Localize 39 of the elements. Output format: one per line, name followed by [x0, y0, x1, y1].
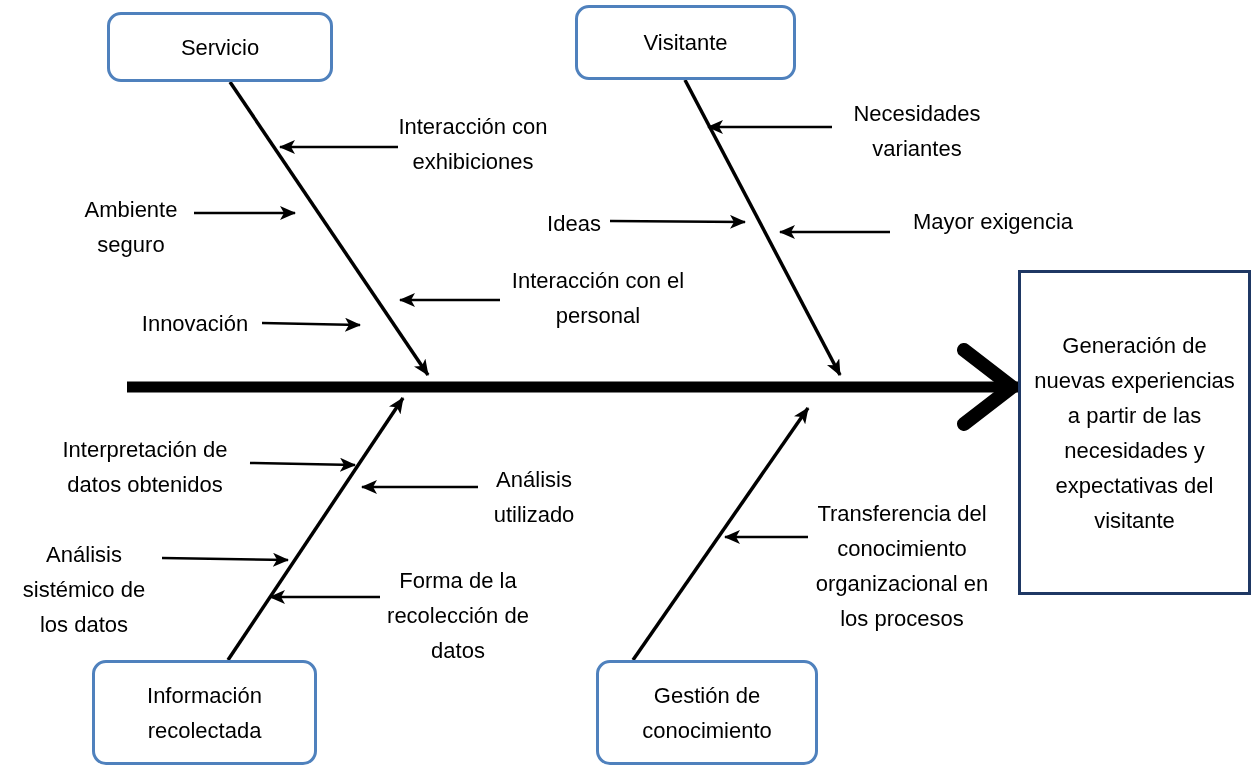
- node-text: Servicio: [180, 33, 260, 62]
- spine-arrow: [127, 343, 1019, 431]
- node-text: Información recolectada: [146, 681, 263, 745]
- node-text: Mayor exigencia: [912, 207, 1074, 236]
- arrow: [249, 457, 356, 472]
- node-text: Interacción con exhibiciones: [398, 113, 548, 176]
- node-text: Análisis sistémico de los datos: [21, 540, 147, 639]
- node-text: Interpretación de datos obtenidos: [61, 436, 229, 499]
- arrow: [707, 120, 832, 134]
- node-text: Visitante: [643, 29, 728, 57]
- arrow: [610, 214, 746, 229]
- node-text: Ambiente seguro: [83, 196, 179, 259]
- arrow: [631, 407, 810, 661]
- arrow: [279, 140, 398, 154]
- cause-box: [107, 12, 333, 82]
- node-text: Ideas: [547, 209, 601, 238]
- arrow: [161, 552, 289, 567]
- node-text: Interacción con el personal: [510, 267, 686, 330]
- arrow: [228, 81, 430, 376]
- node-text: Análisis utilizado: [492, 466, 576, 529]
- effect-box: [1018, 270, 1251, 595]
- cause-box: [92, 660, 317, 765]
- arrow: [194, 206, 296, 220]
- node-text: Forma de la recolección de datos: [386, 566, 530, 665]
- node-text: Innovación: [141, 309, 249, 338]
- arrow: [269, 590, 380, 604]
- arrow: [261, 317, 361, 332]
- cause-box: [575, 5, 796, 80]
- node-text: Transferencia del conocimiento organizacional en los procesos: [814, 500, 990, 633]
- node-text: Necesidades variantes: [852, 100, 982, 163]
- node-text: Generación de nuevas experiencias a partir de las necesidades y expectativas del visitante: [1033, 331, 1236, 535]
- cause-box: [596, 660, 818, 765]
- arrow: [361, 480, 478, 494]
- arrow: [724, 530, 808, 544]
- arrow: [399, 293, 500, 307]
- node-text: Gestión de conocimiento: [641, 681, 773, 745]
- arrow: [779, 225, 890, 239]
- arrow: [683, 79, 842, 376]
- arrow: [226, 397, 405, 661]
